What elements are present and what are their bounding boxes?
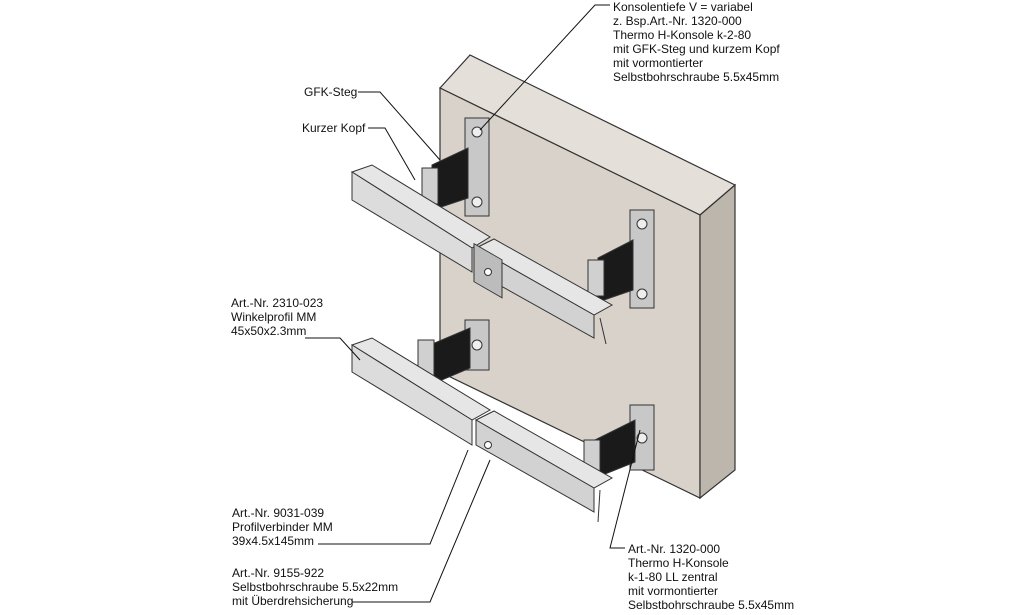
label-konsolentiefe: Konsolentiefe V = variabel z. Bsp.Art.-N… [613,0,780,84]
label-line: Winkelprofil MM [231,310,317,324]
label-line: Art.-Nr. 2310-023 [231,296,324,310]
label-line: GFK-Steg [304,85,358,99]
label-line: Kurzer Kopf [302,121,366,135]
lower-left-bracket [417,319,490,386]
short-head [587,259,605,297]
label-line: k-1-80 LL zentral [628,570,718,584]
label-profilverbinder: Art.-Nr. 9031-039 Profilverbinder MM 39x… [232,506,333,548]
upper-rail [350,164,614,345]
label-line: Thermo H-Konsole [628,556,729,570]
label-line: 45x50x2.3mm [231,324,307,338]
leader-konsolentiefe [479,4,610,131]
rail-segment-left-front [351,344,473,446]
label-line: z. Bsp.Art.-Nr. 1320-000 [613,14,742,28]
connector-screw [484,441,492,449]
connector-screw [484,268,492,276]
label-schraube: Art.-Nr. 9155-922 Selbstbohrschraube 5.5… [232,566,398,608]
rail-segment-left-front [351,171,473,273]
rail-edge [599,317,607,345]
screw-head [471,196,483,208]
label-konsole-k1: Art.-Nr. 1320-000 Thermo H-Konsole k-1-8… [628,542,794,612]
upper-left-bracket [421,117,490,217]
lower-right-bracket [583,404,655,481]
leader-konsole-k1 [609,429,641,549]
screw-head [636,218,648,230]
wall-side-face [699,183,736,500]
label-line: Selbstbohrschraube 5.5x45mm [613,70,780,84]
screw-head [471,339,483,351]
label-line: 39x4.5x145mm [232,534,315,548]
label-line: Art.-Nr. 1320-000 [628,542,721,556]
label-line: Selbstbohrschraube 5.5x22mm [232,580,399,594]
leader-schraube [352,459,491,603]
label-gfk-steg: GFK-Steg [304,85,357,99]
leader-profilverbinder [318,449,469,545]
label-winkelprofil: Art.-Nr. 2310-023 Winkelprofil MM 45x50x… [231,296,323,338]
label-line: Thermo H-Konsole k-2-80 [613,28,752,42]
label-line: Art.-Nr. 9155-922 [232,566,325,580]
screw-head [636,288,648,300]
lower-rail [350,337,614,523]
label-line: Konsolentiefe V = variabel [613,0,753,14]
label-line: mit GFK-Steg und kurzem Kopf [613,42,780,56]
leader-kurzer-kopf [368,127,416,181]
rail-edge [597,489,601,523]
upper-right-bracket [587,209,655,309]
label-kurzer-kopf: Kurzer Kopf [302,121,365,135]
rail-segment-right-front [475,419,595,513]
label-line: mit Überdrehsicherung [232,594,354,608]
label-line: mit vormontierter [613,56,704,70]
label-line: Art.-Nr. 9031-039 [232,506,325,520]
leader-lines [305,4,641,603]
leader-winkelprofil [305,337,361,361]
label-line: Selbstbohrschraube 5.5x45mm [628,598,795,612]
leader-gfk-steg [358,91,441,161]
screw-head [636,432,648,444]
label-line: Profilverbinder MM [232,520,333,534]
label-line: mit vormontierter [628,584,719,598]
screw-head [471,126,483,138]
